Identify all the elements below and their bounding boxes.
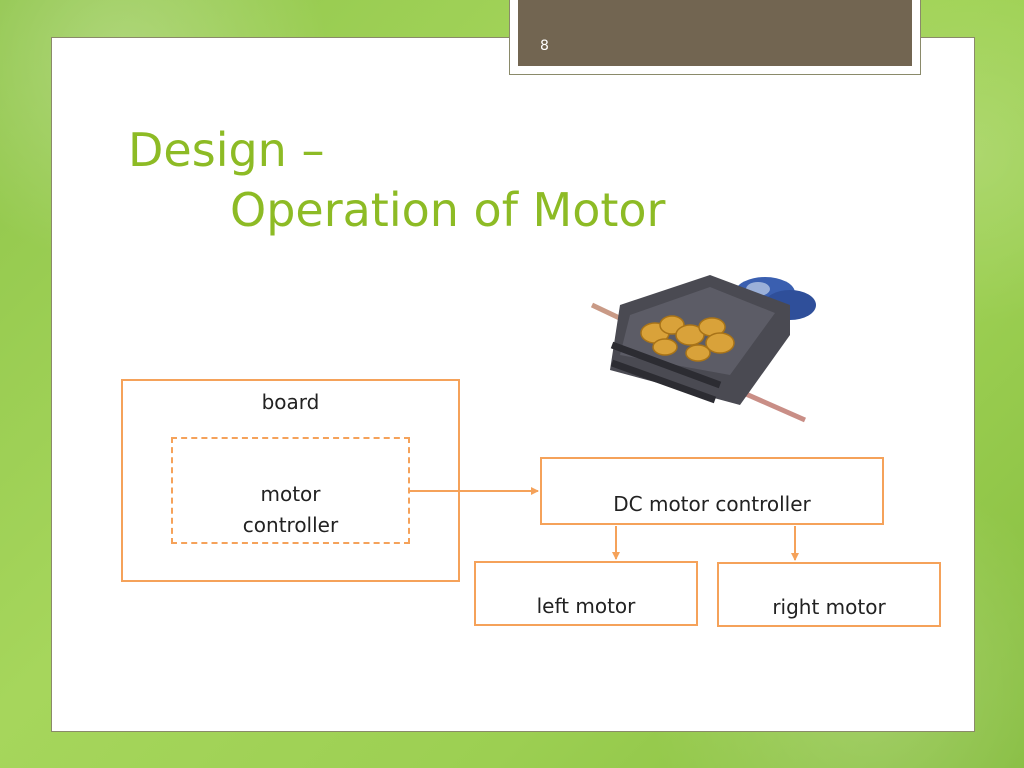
- motor-controller-label-1: motor: [260, 482, 321, 506]
- motor-controller-label-2: controller: [242, 513, 339, 537]
- motor-controller-box: motor controller: [171, 437, 410, 544]
- dc-motor-controller-label: DC motor controller: [613, 492, 811, 516]
- board-label: board: [261, 390, 320, 414]
- dc-gearbox-motor-image: [590, 275, 816, 423]
- page-number: 8: [540, 38, 549, 54]
- left-motor-label: left motor: [536, 594, 636, 618]
- page-number-tab: 8: [509, 0, 921, 75]
- gears: [640, 315, 735, 362]
- right-motor-label: right motor: [772, 595, 886, 619]
- left-motor-box: left motor: [474, 561, 698, 626]
- slide-title: Design – Operation of Motor: [128, 120, 665, 240]
- dc-motor-controller-box: DC motor controller: [540, 457, 884, 525]
- right-motor-box: right motor: [717, 562, 941, 627]
- title-line-2: Operation of Motor: [230, 183, 666, 237]
- title-line-1: Design –: [128, 123, 325, 177]
